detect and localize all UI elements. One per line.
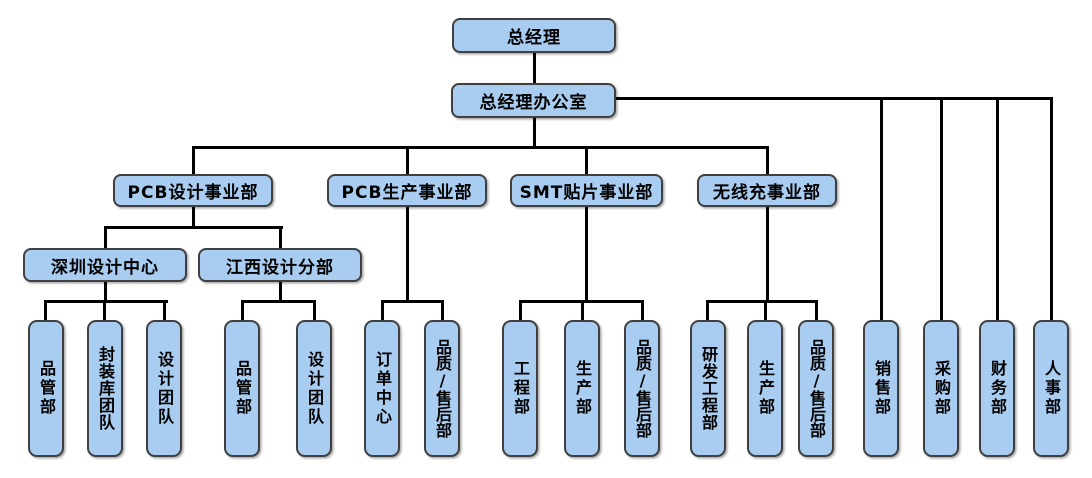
connector-wireless-down: [766, 207, 769, 303]
connector-gm-to-office: [533, 53, 536, 83]
org-node-wireless-quality-aftersales: 品质/售后部: [798, 320, 834, 457]
org-node-hr-dept: 人事部: [1033, 320, 1069, 457]
connector-office-right-rail: [615, 97, 1053, 100]
connector-business-units-rail: [192, 146, 769, 149]
org-node-smt-production-dept: 生产部: [564, 320, 600, 457]
connector-drop-jiangxi: [279, 226, 282, 248]
org-node-general-manager: 总经理: [452, 18, 616, 53]
connector-drop: [641, 300, 644, 320]
org-node-pcb-production-bu: PCB生产事业部: [327, 174, 487, 207]
connector-drop: [764, 300, 767, 320]
org-node-wireless-production-dept: 生产部: [747, 320, 783, 457]
connector-drop: [44, 300, 47, 320]
connector-office-down: [533, 116, 536, 147]
connector-pcb-production-down: [406, 207, 409, 303]
connector-drop-pcb-design: [192, 146, 195, 174]
connector-drop: [706, 300, 709, 320]
org-node-purchasing-dept: 采购部: [923, 320, 959, 457]
connector-drop-smt: [585, 146, 588, 174]
org-node-gm-office: 总经理办公室: [451, 83, 616, 118]
connector-design-centers-rail: [104, 226, 283, 229]
org-node-sz-quality-dept: 品管部: [28, 320, 64, 457]
connector-drop-finance: [996, 97, 999, 320]
connector-pcb-design-down: [192, 207, 195, 229]
connector-jiangxi-rail: [241, 300, 316, 303]
connector-drop: [313, 300, 316, 320]
connector-drop: [519, 300, 522, 320]
connector-smt-down: [585, 207, 588, 303]
connector-drop-purchasing: [940, 97, 943, 320]
org-node-wireless-bu: 无线充事业部: [697, 174, 837, 207]
connector-pcb-production-rail: [381, 300, 444, 303]
org-node-smt-quality-aftersales: 品质/售后部: [624, 320, 660, 457]
connector-drop: [103, 300, 106, 320]
org-node-order-center: 订单中心: [364, 320, 400, 457]
connector-shenzhen-down: [104, 282, 107, 303]
connector-drop-wireless: [766, 146, 769, 174]
connector-drop: [441, 300, 444, 320]
connector-drop: [381, 300, 384, 320]
org-node-finance-dept: 财务部: [979, 320, 1015, 457]
org-node-sz-package-library-team: 封装库团队: [87, 320, 123, 457]
connector-wireless-rail: [706, 300, 818, 303]
org-node-jx-design-team: 设计团队: [296, 320, 332, 457]
org-node-sz-design-team: 设计团队: [146, 320, 182, 457]
org-node-smt-bu: SMT贴片事业部: [510, 174, 663, 207]
connector-drop-sales: [880, 97, 883, 320]
org-node-jiangxi-design-branch: 江西设计分部: [198, 248, 362, 282]
org-node-shenzhen-design-center: 深圳设计中心: [23, 248, 187, 282]
connector-drop: [241, 300, 244, 320]
org-node-pcb-design-bu: PCB设计事业部: [113, 174, 273, 207]
connector-jiangxi-down: [279, 282, 282, 303]
org-node-smt-engineering-dept: 工程部: [502, 320, 538, 457]
connector-drop: [581, 300, 584, 320]
connector-drop-pcb-production: [406, 146, 409, 174]
org-node-rd-engineering-dept: 研发工程部: [690, 320, 726, 457]
connector-drop: [815, 300, 818, 320]
org-node-jx-quality-dept: 品管部: [224, 320, 260, 457]
connector-drop-hr: [1050, 97, 1053, 320]
connector-drop-shenzhen: [104, 226, 107, 248]
org-node-pcb-quality-aftersales: 品质/售后部: [424, 320, 460, 457]
org-node-sales-dept: 销售部: [863, 320, 899, 457]
connector-drop: [163, 300, 166, 320]
connector-shenzhen-rail: [44, 300, 168, 303]
